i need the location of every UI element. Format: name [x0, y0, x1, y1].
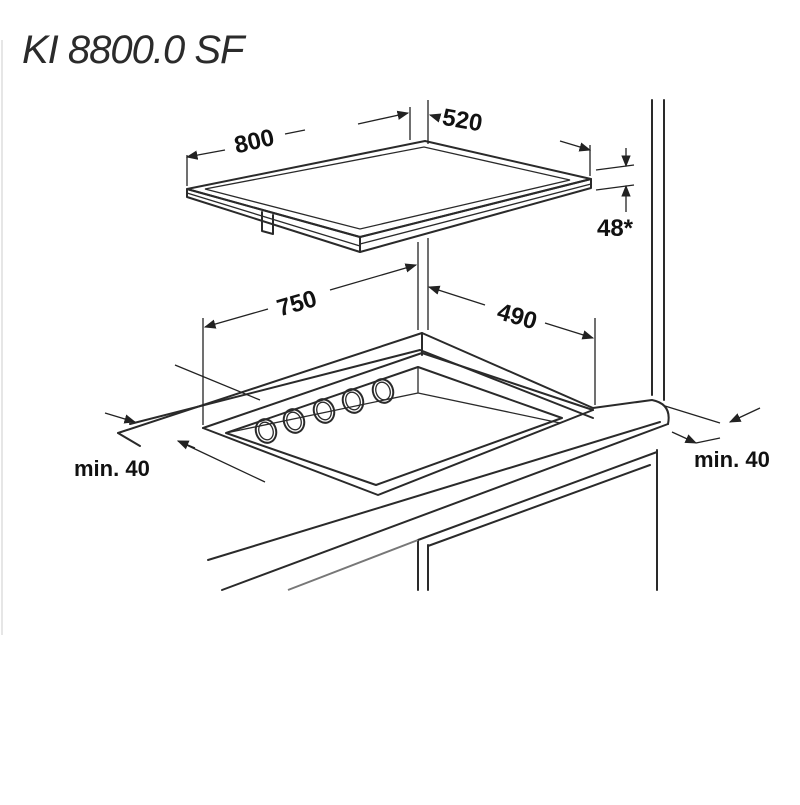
- min-clearance-front-label: min. 40: [74, 456, 150, 481]
- min-clearance-rear-label: min. 40: [694, 447, 770, 472]
- hob-height-label: 48*: [597, 215, 634, 242]
- cutout-width-label: 750: [274, 285, 320, 322]
- hob-dimension-lines: [185, 100, 635, 212]
- hob: [186, 140, 592, 253]
- hob-depth-label: 520: [440, 104, 484, 138]
- clearance-dimension-lines: [104, 364, 761, 483]
- worktop: [117, 332, 670, 591]
- hob-width-label: 800: [232, 124, 277, 159]
- cutout-depth-label: 490: [494, 298, 540, 335]
- model-title: KI 8800.0 SF: [22, 28, 244, 72]
- wall: [651, 99, 665, 591]
- cutout-dimension-lines: [202, 238, 596, 425]
